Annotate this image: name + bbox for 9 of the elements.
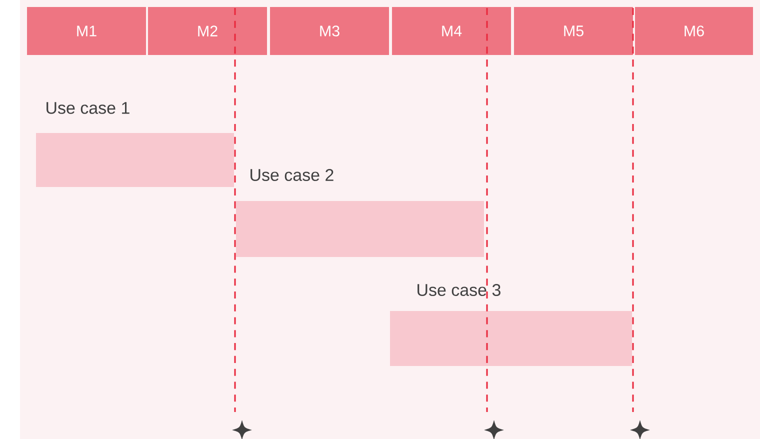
month-header: M5	[514, 7, 633, 55]
task-label: Use case 1	[46, 102, 130, 114]
month-header: M3	[270, 7, 389, 55]
month-header: M2	[148, 7, 267, 55]
task-label: Use case 2	[250, 168, 334, 181]
task-label: Use case 3	[418, 284, 500, 296]
month-header: M6	[635, 7, 753, 55]
month-header: M4	[392, 7, 511, 55]
month-header: M1	[27, 7, 146, 55]
